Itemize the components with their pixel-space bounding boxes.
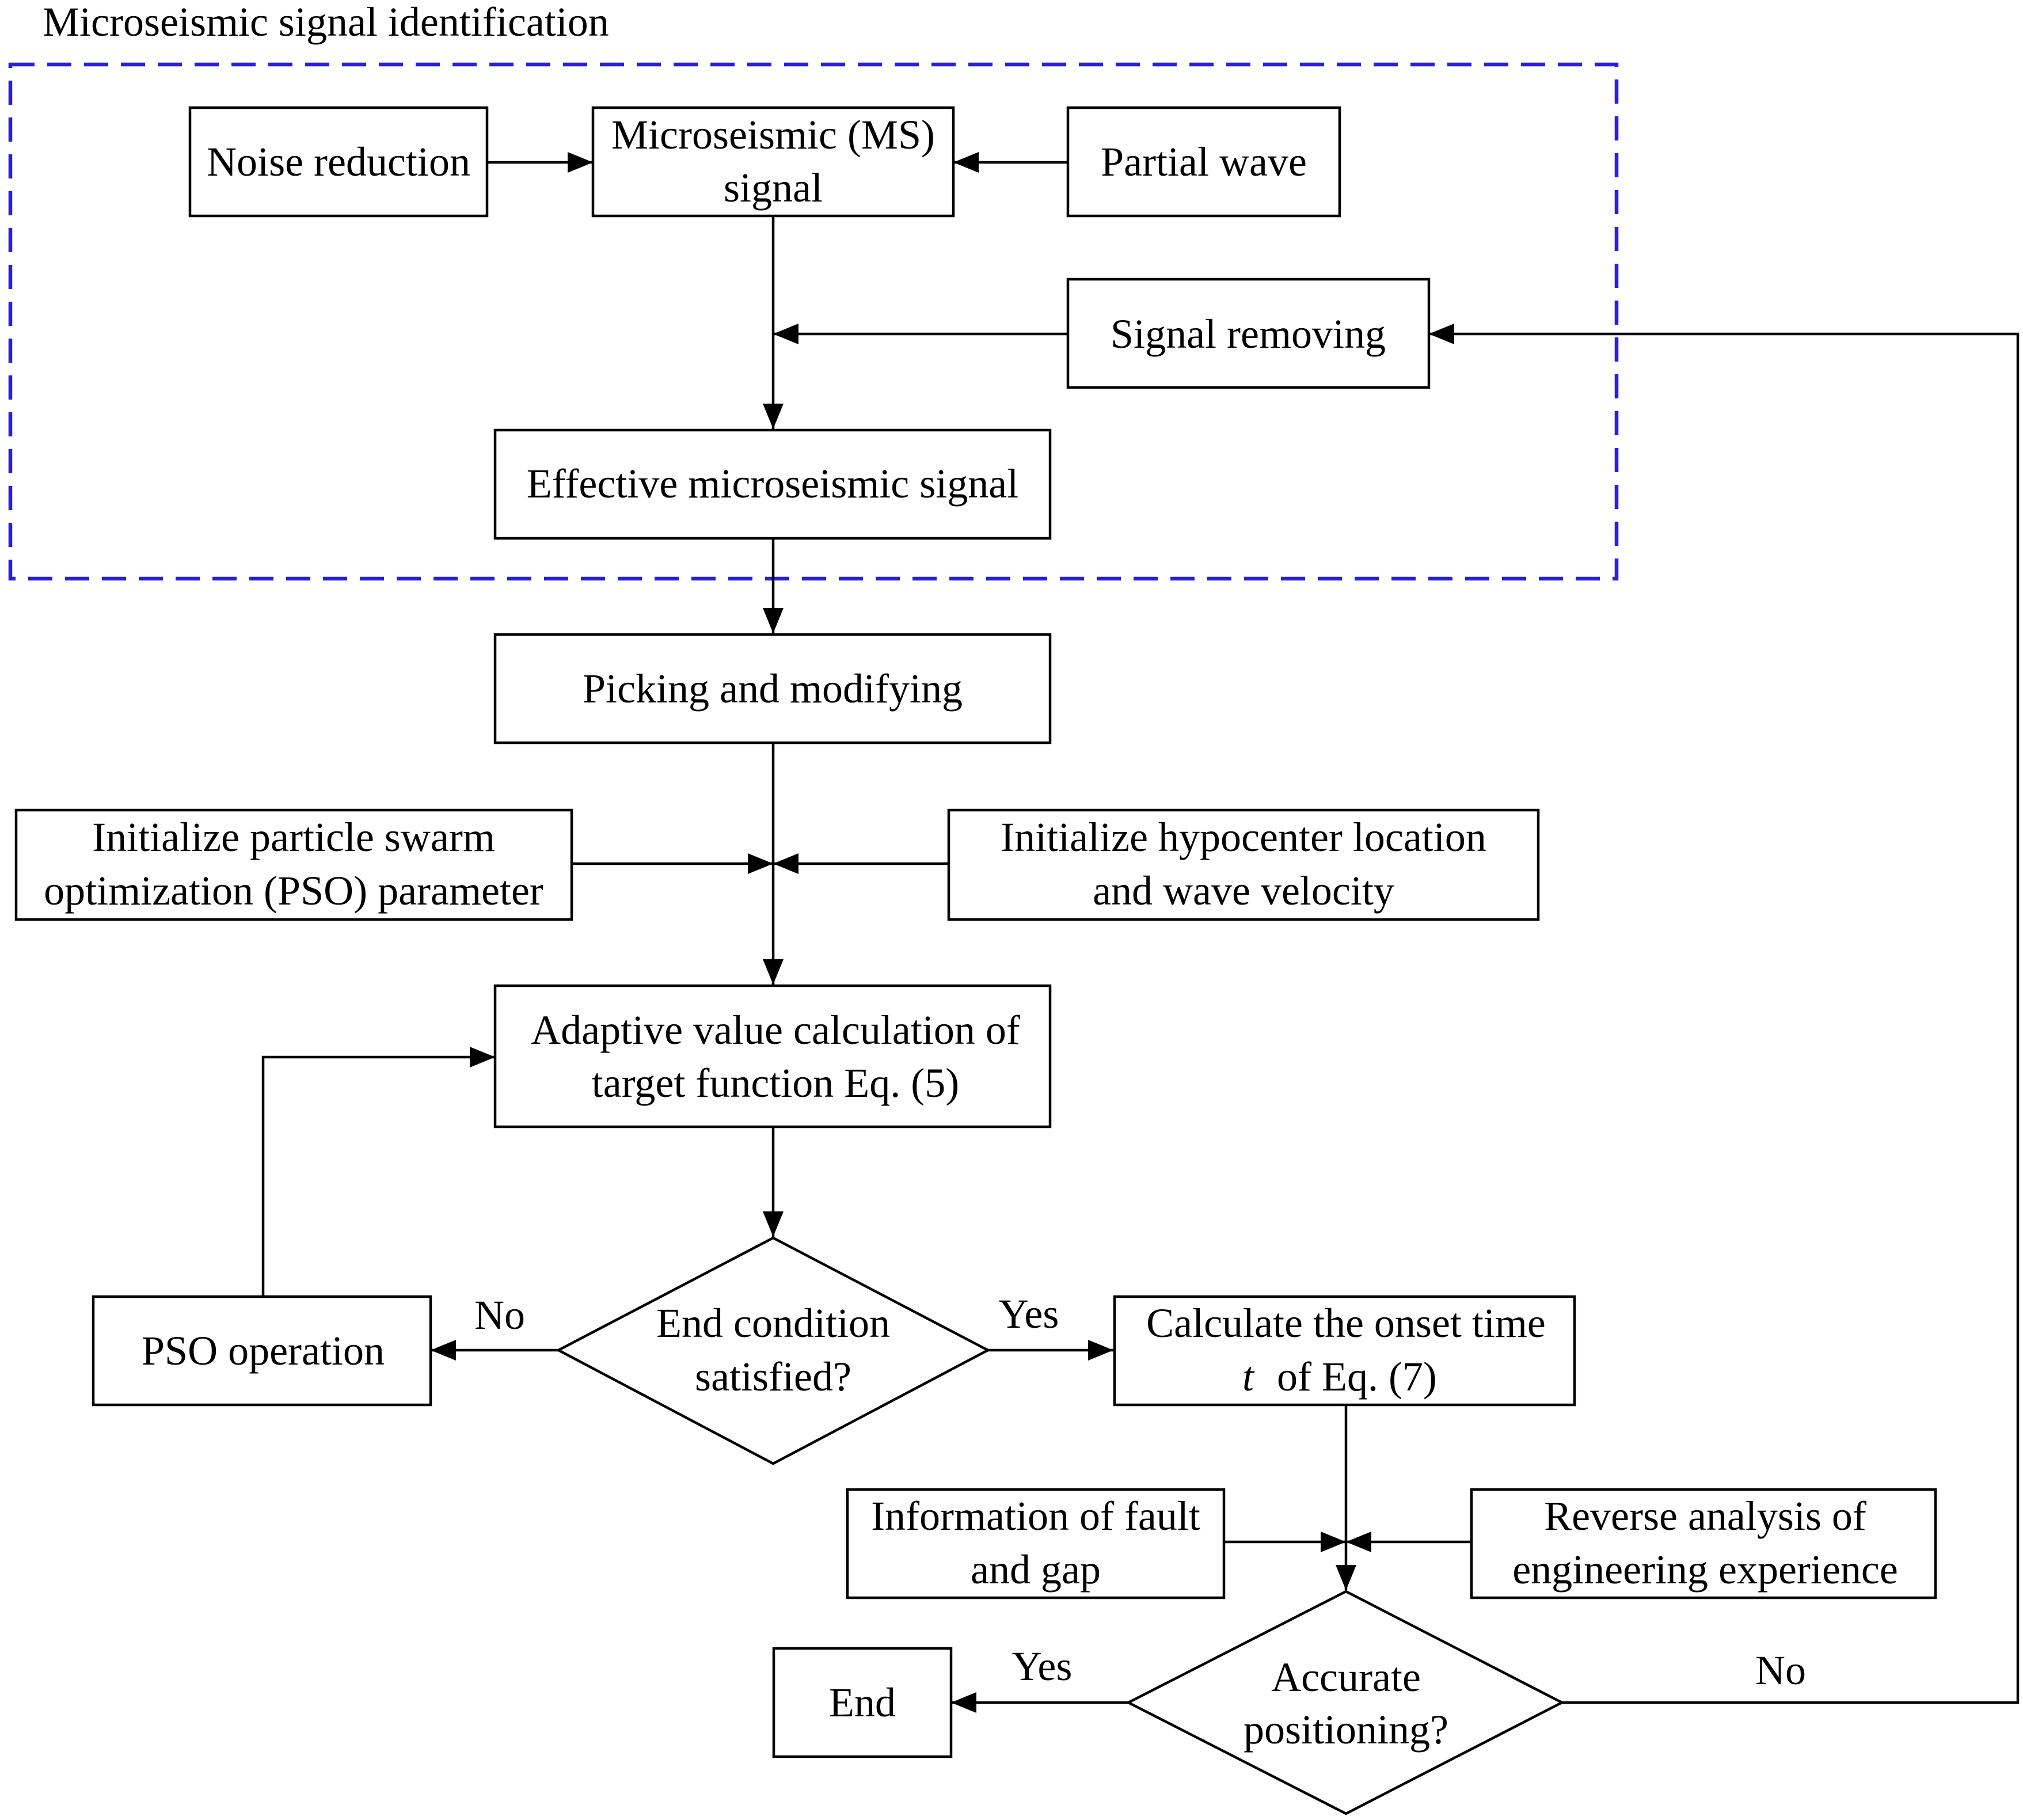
- adaptive-line2: target function Eq. (5): [592, 1060, 959, 1106]
- calc-onset-line1: Calculate the onset time: [1146, 1300, 1546, 1346]
- end-label: End: [829, 1680, 896, 1726]
- init-pso-line1: Initialize particle swarm: [92, 814, 495, 860]
- node-init-pso: Initialize particle swarm optimization (…: [14, 808, 573, 921]
- edge-accurate-no: [1429, 324, 2020, 1704]
- init-pso-line2: optimization (PSO) parameter: [44, 868, 543, 914]
- node-accurate: Accurate positioning?: [1125, 1590, 1565, 1815]
- label-condition-yes: Yes: [999, 1291, 1059, 1337]
- init-hypo-line2: and wave velocity: [1093, 868, 1394, 914]
- ms-signal-line1: Microseismic (MS): [611, 112, 935, 158]
- node-adaptive: Adaptive value calculation of target fun…: [493, 984, 1052, 1129]
- node-end-condition: End condition satisfied?: [556, 1236, 991, 1465]
- partial-wave-label: Partial wave: [1101, 139, 1307, 185]
- picking-label: Picking and modifying: [583, 666, 963, 712]
- accurate-line1: Accurate: [1271, 1654, 1421, 1700]
- reverse-analysis-line2: engineering experience: [1512, 1547, 1898, 1593]
- calc-onset-var: t: [1242, 1354, 1255, 1400]
- adaptive-line1: Adaptive value calculation of: [531, 1007, 1020, 1053]
- node-signal-removing: Signal removing: [1066, 278, 1431, 389]
- node-effective-signal: Effective microseismic signal: [493, 428, 1052, 540]
- fault-info-line2: and gap: [971, 1547, 1101, 1593]
- label-accurate-no: No: [1755, 1647, 1806, 1693]
- edge-pso-loop: [261, 1047, 495, 1295]
- group-border: [8, 62, 1619, 581]
- node-partial-wave: Partial wave: [1066, 106, 1341, 218]
- connectors: [261, 152, 2020, 1713]
- signal-removing-label: Signal removing: [1111, 311, 1386, 357]
- pso-operation-label: PSO operation: [142, 1328, 385, 1374]
- end-condition-line2: satisfied?: [695, 1354, 851, 1400]
- init-hypo-line1: Initialize hypocenter location: [1001, 814, 1486, 860]
- effective-signal-label: Effective microseismic signal: [527, 461, 1018, 507]
- node-pso-operation: PSO operation: [92, 1295, 432, 1407]
- group-title: Microseismic signal identification: [43, 0, 609, 45]
- node-init-hypo: Initialize hypocenter location and wave …: [947, 808, 1540, 921]
- node-end: End: [772, 1647, 953, 1758]
- node-picking: Picking and modifying: [493, 633, 1052, 744]
- accurate-line2: positioning?: [1244, 1707, 1448, 1753]
- end-condition-line1: End condition: [656, 1300, 890, 1346]
- node-fault-info: Information of fault and gap: [846, 1488, 1226, 1599]
- label-accurate-yes: Yes: [1012, 1643, 1073, 1689]
- calc-onset-line2: of Eq. (7): [1277, 1354, 1437, 1400]
- node-reverse-analysis: Reverse analysis of engineering experien…: [1470, 1488, 1937, 1599]
- fault-info-line1: Information of fault: [871, 1493, 1200, 1539]
- ms-signal-line2: signal: [724, 165, 823, 211]
- label-condition-no: No: [474, 1292, 525, 1338]
- node-ms-signal: Microseismic (MS) signal: [591, 106, 955, 218]
- noise-reduction-label: Noise reduction: [207, 139, 470, 185]
- node-calc-onset: Calculate the onset time t of Eq. (7): [1113, 1295, 1576, 1407]
- node-noise-reduction: Noise reduction: [188, 106, 489, 218]
- reverse-analysis-line1: Reverse analysis of: [1544, 1493, 1866, 1539]
